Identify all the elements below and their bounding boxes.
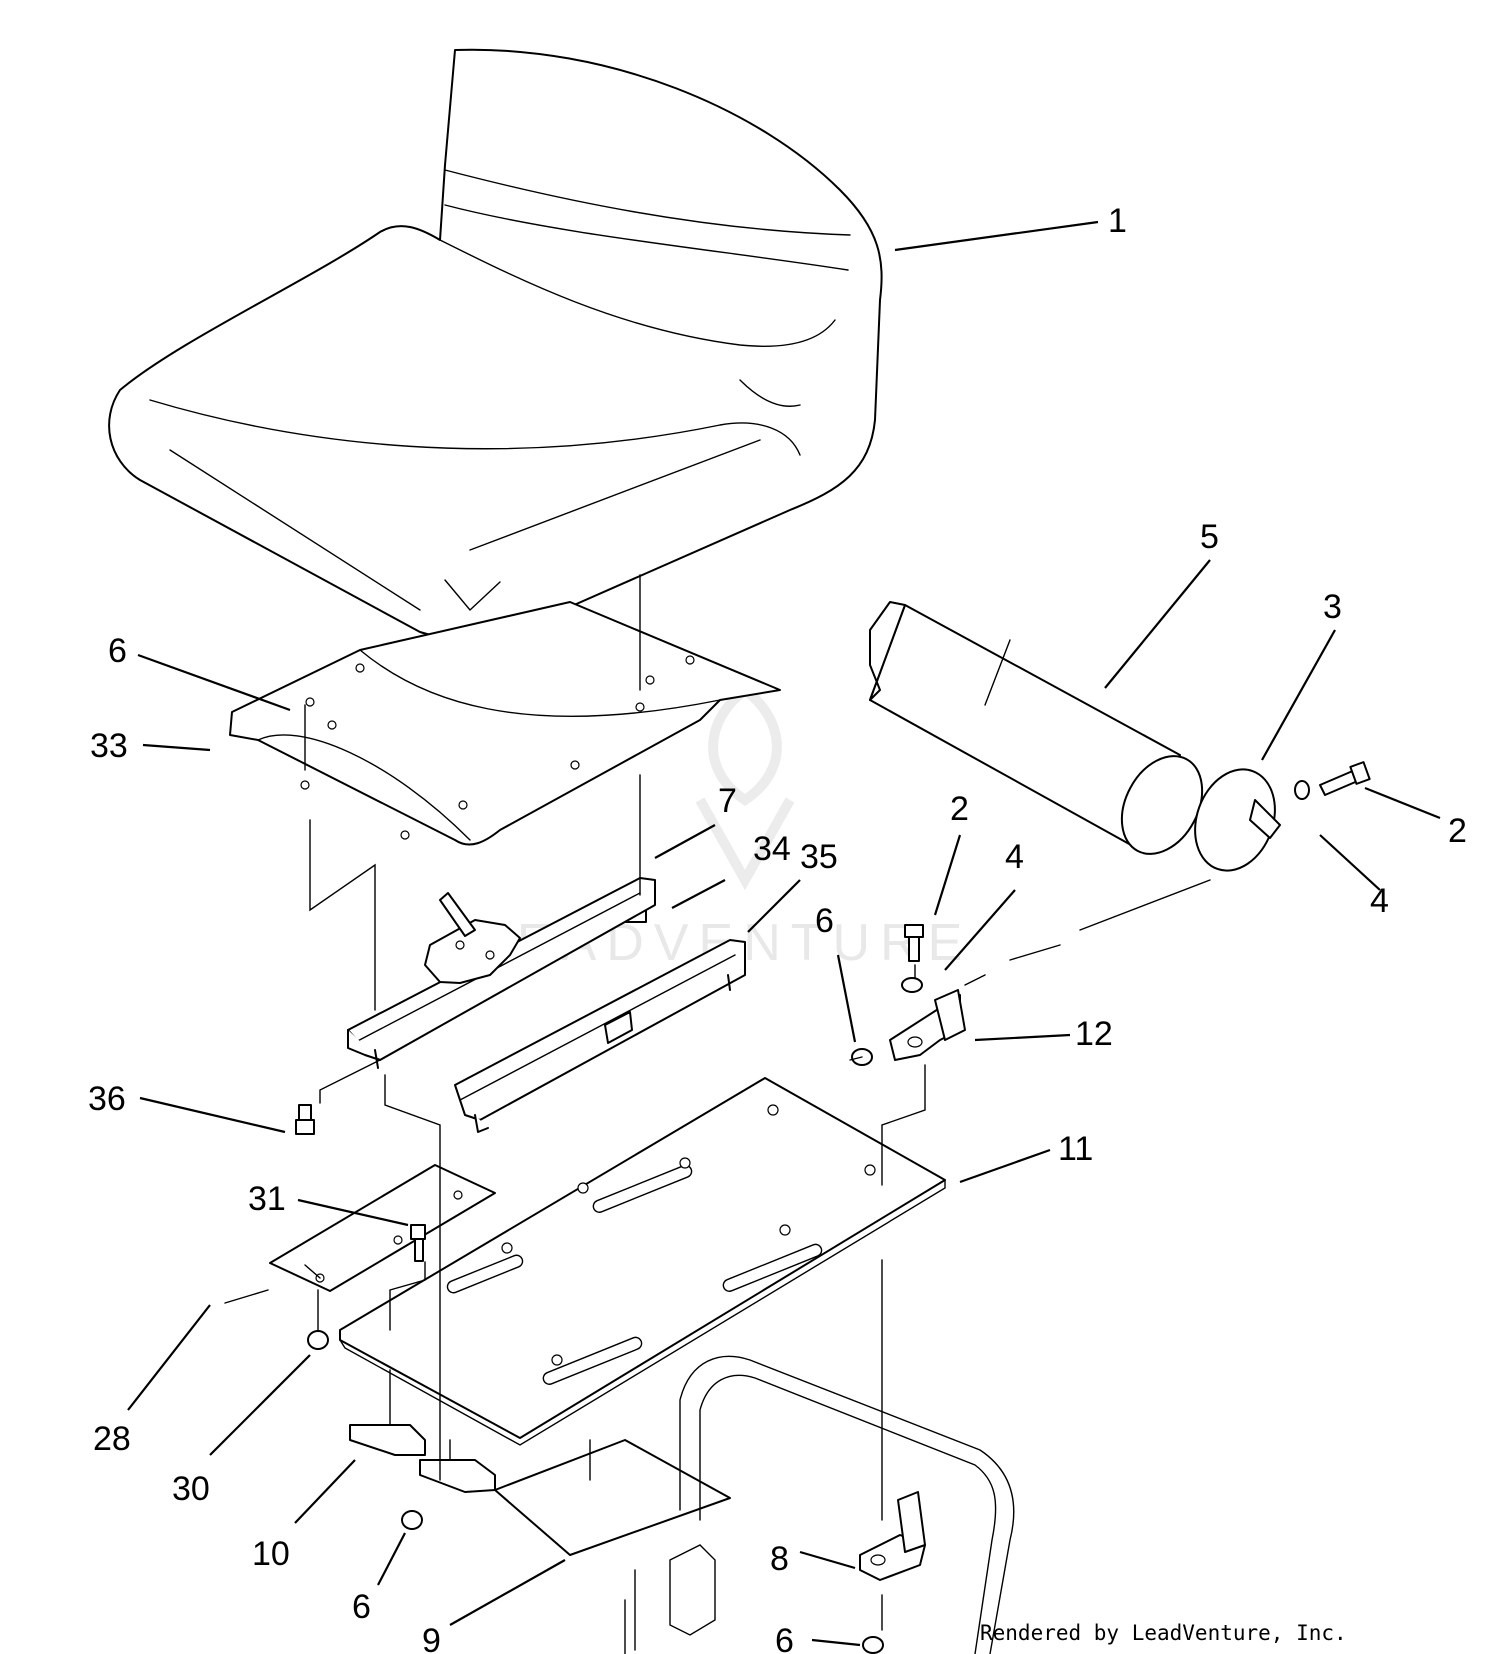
credit-text: Rendered by LeadVenture, Inc. — [980, 1621, 1347, 1645]
callout-1: 1 — [1108, 202, 1127, 240]
callout-11: 11 — [1058, 1130, 1093, 1168]
base-plate-part — [339, 1077, 946, 1446]
callout-10: 10 — [252, 1535, 290, 1573]
callout-34: 34 — [753, 830, 791, 868]
washer-right-part — [1294, 780, 1310, 800]
callout-labels: 1 5 3 2 4 2 4 6 12 11 6 33 7 34 35 36 31… — [88, 202, 1467, 1654]
leader-lines — [127, 220, 1441, 1647]
manual-tube-part — [869, 601, 1204, 855]
callout-28: 28 — [93, 1420, 131, 1458]
callout-31: 31 — [248, 1180, 286, 1218]
callout-7: 7 — [718, 782, 737, 820]
callout-8: 8 — [770, 1540, 789, 1578]
callout-30: 30 — [172, 1470, 210, 1508]
slide-rail-right-part — [454, 939, 746, 1133]
nut-8-part — [862, 1636, 884, 1654]
bolt-36-part — [295, 1104, 315, 1135]
callout-2-middle: 2 — [950, 790, 969, 828]
seat-part — [108, 48, 883, 641]
callout-4-right: 4 — [1370, 882, 1389, 920]
callout-33: 33 — [90, 727, 128, 765]
bolt-31-part — [410, 1224, 426, 1262]
callout-3: 3 — [1323, 588, 1342, 626]
alignment-lines — [224, 574, 1211, 1631]
pad-right-part — [419, 1459, 496, 1493]
callout-9: 9 — [422, 1622, 441, 1654]
callout-5: 5 — [1200, 518, 1219, 556]
seat-plate-part — [229, 601, 781, 846]
washer-middle-part — [901, 977, 923, 993]
slide-rail-left-part — [347, 877, 656, 1069]
bolt-right-part — [1319, 761, 1371, 796]
callout-4-middle: 4 — [1005, 838, 1024, 876]
callout-6-bottom: 6 — [352, 1588, 371, 1626]
callout-36: 36 — [88, 1080, 126, 1118]
callout-12: 12 — [1075, 1015, 1113, 1053]
callout-6-lower: 6 — [775, 1622, 794, 1654]
switch-plate-part — [269, 1164, 496, 1292]
nut-bottom-part — [401, 1510, 423, 1530]
band-clamp-part — [1194, 768, 1281, 872]
callout-2-right: 2 — [1448, 812, 1467, 850]
bracket-lower-part — [859, 1491, 926, 1581]
bolt-middle-part — [904, 924, 924, 962]
nut-30-part — [307, 1330, 329, 1350]
pad-left-part — [349, 1424, 426, 1456]
callout-6-bracket: 6 — [815, 902, 834, 940]
callout-35: 35 — [800, 838, 838, 876]
callout-6-seat: 6 — [108, 632, 127, 670]
floor-plate-part — [494, 1439, 731, 1556]
frame-part — [589, 1355, 1015, 1654]
bracket-part — [889, 989, 966, 1061]
